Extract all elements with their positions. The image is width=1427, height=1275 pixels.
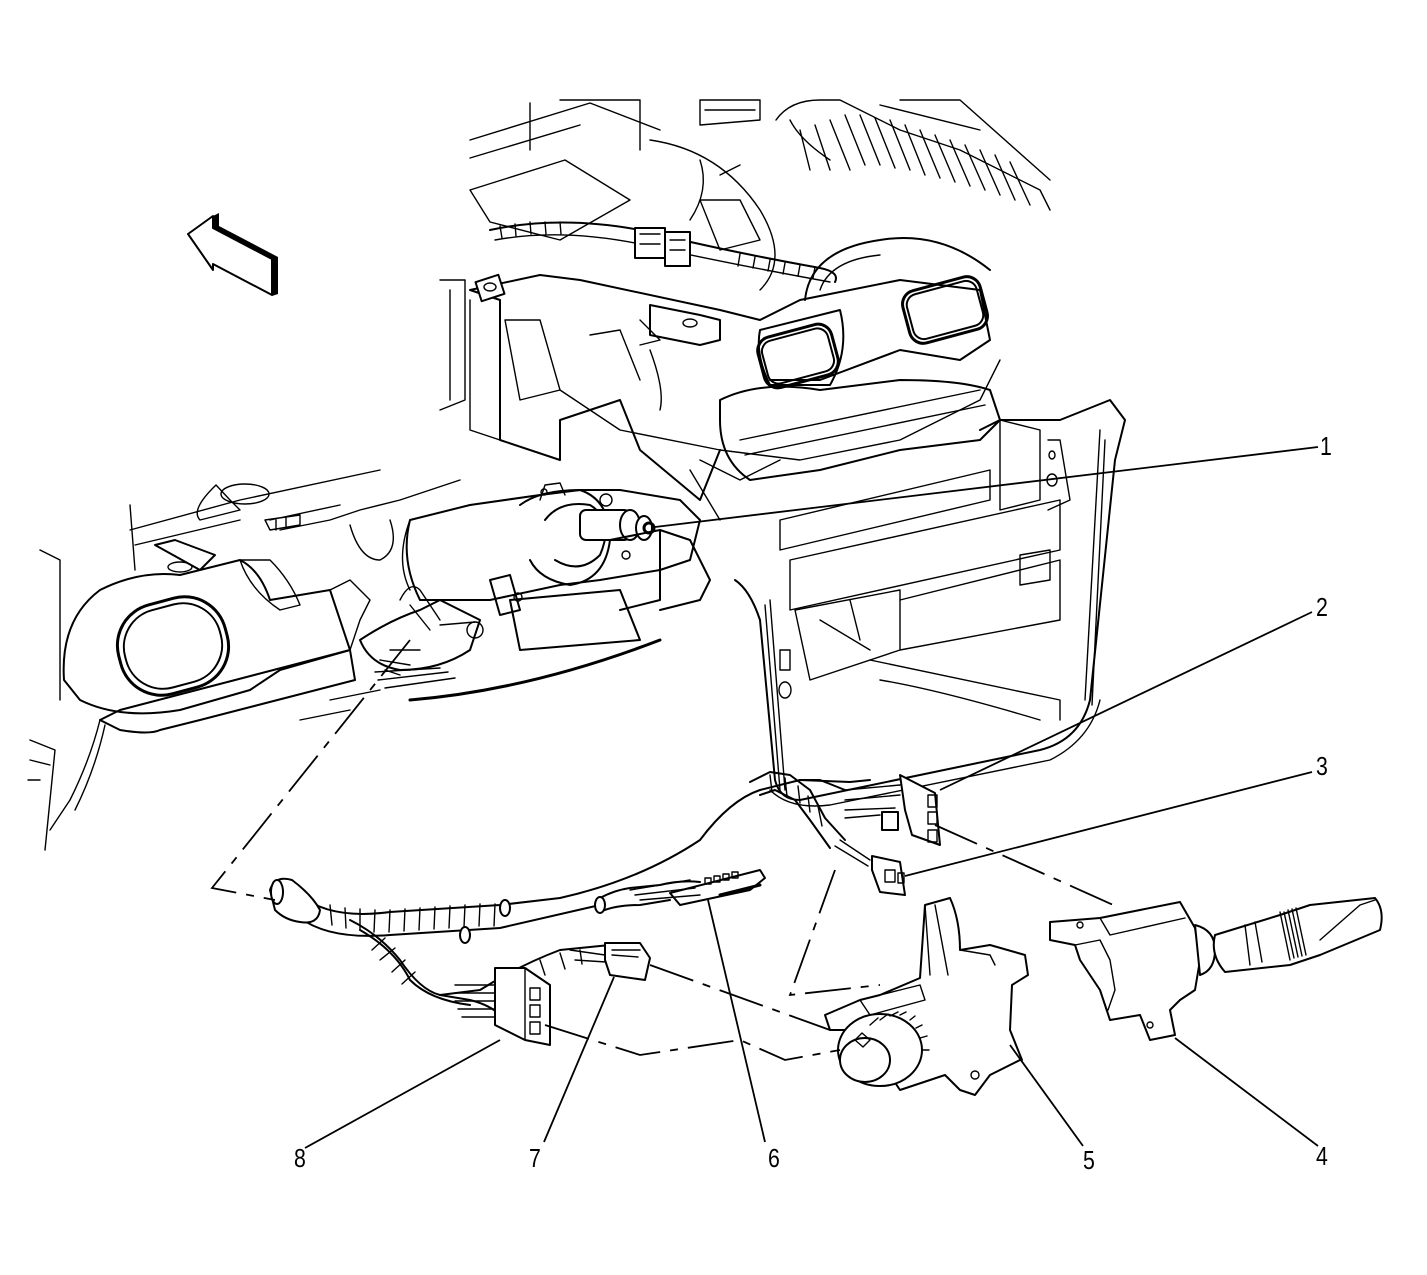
- connector-8: [454, 967, 551, 1046]
- alignment-line-5: [544, 1024, 841, 1061]
- leader-4: [1174, 1037, 1319, 1147]
- connector-7: [569, 942, 651, 981]
- connector-3: [834, 839, 906, 896]
- front-direction-arrow-icon: [187, 213, 278, 296]
- leader-5: [1009, 1044, 1084, 1147]
- upper-dashboard-structure: [439, 99, 1051, 521]
- connector-2: [844, 774, 941, 846]
- alignment-line-4: [649, 964, 831, 1031]
- wiring-harness: [269, 771, 871, 1016]
- callout-5: 5: [1083, 1145, 1095, 1175]
- leader-6: [707, 899, 766, 1143]
- callout-6: 6: [768, 1143, 780, 1173]
- callout-8: 8: [294, 1143, 306, 1173]
- leader-1: [654, 446, 1319, 528]
- connector-6: [629, 869, 766, 906]
- alignment-line-3: [788, 869, 881, 997]
- multifunction-lever-4: [1049, 897, 1383, 1041]
- leader-7: [543, 976, 615, 1143]
- alignment-line-1: [210, 639, 411, 901]
- lower-dash-panel: [734, 399, 1126, 807]
- left-vent-housing: [27, 469, 461, 851]
- callout-3: 3: [1316, 751, 1328, 781]
- leader-lines: [210, 446, 1319, 1149]
- callout-1: 1: [1320, 431, 1332, 461]
- alignment-line-2: [934, 824, 1121, 909]
- callout-2: 2: [1316, 592, 1328, 622]
- leader-2: [939, 611, 1313, 791]
- leader-8: [304, 1039, 501, 1149]
- headlamp-switch-5: [824, 897, 1029, 1096]
- steering-column: [359, 482, 711, 702]
- callout-4: 4: [1316, 1141, 1328, 1171]
- leader-3: [904, 771, 1313, 877]
- callout-7: 7: [529, 1143, 541, 1173]
